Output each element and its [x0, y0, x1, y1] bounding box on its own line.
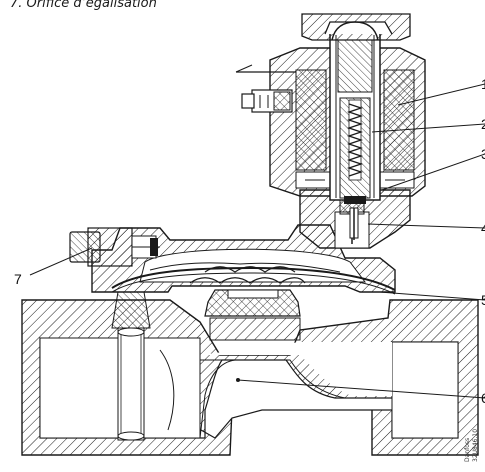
leader-7: [29, 247, 93, 276]
callout-4: 4: [481, 220, 485, 236]
callout-6: 6: [481, 390, 485, 406]
leader-5: [379, 291, 485, 301]
credit-line-1: Danfoss: [464, 438, 471, 462]
coil-cap: [301, 13, 411, 41]
leader-2: [371, 123, 485, 133]
leader-1: [397, 83, 485, 106]
caption-orifice: 7. Orifice d’égalisation: [10, 0, 157, 11]
leader-3: [381, 153, 485, 191]
callout-5: 5: [481, 292, 485, 308]
leader-4: [367, 223, 485, 229]
callout-labels: 1 2 3 4 5 6 7: [14, 76, 485, 406]
leader-6: [237, 379, 485, 399]
diaphragm: [111, 266, 396, 317]
callout-2: 2: [481, 116, 485, 132]
callout-1: 1: [481, 76, 485, 92]
diaphragm-spring: [149, 262, 341, 284]
drawing-credit: Danfoss 32U846.10: [464, 429, 479, 462]
callout-7: 7: [14, 271, 22, 287]
valve-body: [21, 299, 479, 456]
plunger: [339, 97, 371, 204]
plunger-spring: [346, 103, 364, 177]
pilot-passage: [349, 207, 359, 240]
callout-3: 3: [481, 146, 485, 162]
credit-line-2: 32U846.10: [472, 429, 479, 462]
callout-leaders: [29, 83, 485, 399]
terminal-connector: [235, 64, 296, 113]
equalization-passage: [111, 291, 151, 441]
equalization-plug: [69, 227, 160, 267]
leader-6-dot: [236, 378, 240, 382]
